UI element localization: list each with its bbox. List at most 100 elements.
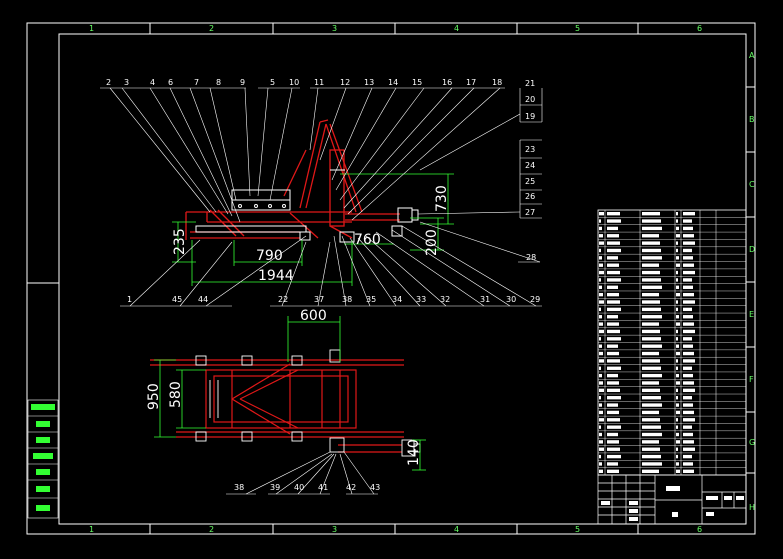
bom-cell-mark [607,248,621,253]
part-label-12: 12 [340,78,350,87]
bom-cell-mark [683,285,693,289]
elevation-view [185,119,400,240]
bom-cell-mark [599,248,601,253]
bom-cell-mark [599,344,602,348]
bom-cell-mark [683,278,692,282]
grid-col-top-5: 5 [575,24,580,33]
bom-cell-mark [599,359,604,363]
bom-cell-mark [607,366,621,370]
top-part-labels: 2 3 4 6 7 8 9 5 10 11 12 13 14 15 16 17 … [106,78,502,87]
bom-cell-mark [599,292,603,297]
bom-cell-mark [607,315,618,319]
plan-dimensions [154,316,426,471]
grid-row-f: F [749,375,754,384]
grid-col-top-3: 3 [332,24,337,33]
bom-cell-mark [676,241,678,245]
bom-cell-mark [642,410,659,415]
bom-cell-mark [683,366,692,370]
grid-col-bottom-4: 4 [454,525,459,534]
part-label-22: 22 [278,295,288,304]
part-label-38: 38 [342,295,352,304]
bom-cell-mark [676,366,678,370]
bom-cell-mark [676,381,680,385]
bom-cell-mark [599,396,601,400]
part-label-16: 16 [442,78,452,87]
bom-cell-mark [599,307,601,312]
bom-cell-mark [607,256,618,260]
part-label-30: 30 [506,295,516,304]
part-label-44: 44 [198,295,208,304]
bom-cell-mark [607,278,621,282]
bom-cell-mark [599,403,602,407]
bom-cell-mark [607,351,619,356]
bom-cell-mark [607,396,621,400]
bom-cell-mark [607,381,619,385]
part-label-10: 10 [289,78,299,87]
plan-label-43: 43 [370,483,380,492]
grid-col-top-1: 1 [89,24,94,33]
part-label-9: 9 [240,78,245,87]
bom-cell-mark [676,248,678,253]
bom-cell-mark [642,454,661,459]
grid-references: 1 2 3 4 5 6 1 2 3 4 5 6 A B C D E F G H [89,24,755,534]
bom-cell-mark [683,432,693,437]
bom-cell-mark [642,373,662,378]
part-label-8: 8 [216,78,221,87]
bom-cell-mark [683,329,695,334]
bom-cell-mark [607,469,619,473]
part-label-45: 45 [172,295,182,304]
bom-cell-mark [683,234,694,238]
bom-cell-mark [683,454,692,459]
bom-cell-mark [683,469,694,473]
plan-view [150,359,404,453]
bom-cell-mark [642,337,661,341]
grid-col-top-6: 6 [697,24,702,33]
part-label-31: 31 [480,295,490,304]
dim-580: 580 [168,381,184,408]
part-label-26: 26 [525,192,535,201]
bom-cell-mark [683,300,695,304]
bom-cell-mark [599,440,603,444]
bom-cell-mark [676,270,678,275]
bom-cell-mark [599,373,602,378]
bom-cell-mark [683,440,694,444]
bom-cell-mark [642,322,659,326]
title-block [597,474,747,525]
bom-cell-mark [642,292,659,297]
part-label-4: 4 [150,78,155,87]
dim-790: 790 [256,248,283,264]
bom-cell-mark [599,366,601,370]
leader-lines [100,87,543,307]
bom-cell-mark [683,447,695,451]
dim-950: 950 [146,383,162,410]
part-label-25: 25 [525,177,535,186]
grid-col-top-2: 2 [209,24,214,33]
bom-cell-mark [676,278,678,282]
dim-140: 140 [406,439,422,466]
bom-cell-mark [607,403,618,407]
bom-cell-mark [676,425,678,429]
part-label-18: 18 [492,78,502,87]
bom-cell-mark [642,219,661,223]
bom-cell-mark [599,234,603,238]
part-label-33: 33 [416,295,426,304]
part-label-29: 29 [530,295,540,304]
bom-cell-mark [642,462,662,466]
bom-cell-mark [607,359,620,363]
grid-col-top-4: 4 [454,24,459,33]
bom-cell-mark [676,462,679,466]
bom-cell-mark [642,403,662,407]
bom-cell-mark [676,292,680,297]
bom-cell-mark [607,263,619,267]
bom-cell-mark [683,256,693,260]
bom-cell-mark [676,454,678,459]
bom-cell-mark [676,315,679,319]
bom-cell-mark [599,315,602,319]
dim-600: 600 [300,308,327,324]
bom-cell-mark [683,410,694,415]
bom-cell-mark [599,226,602,231]
bom-cell-mark [599,337,601,341]
bom-cell-mark [599,278,601,282]
bom-cell-mark [607,425,621,429]
dim-200: 200 [424,229,440,256]
